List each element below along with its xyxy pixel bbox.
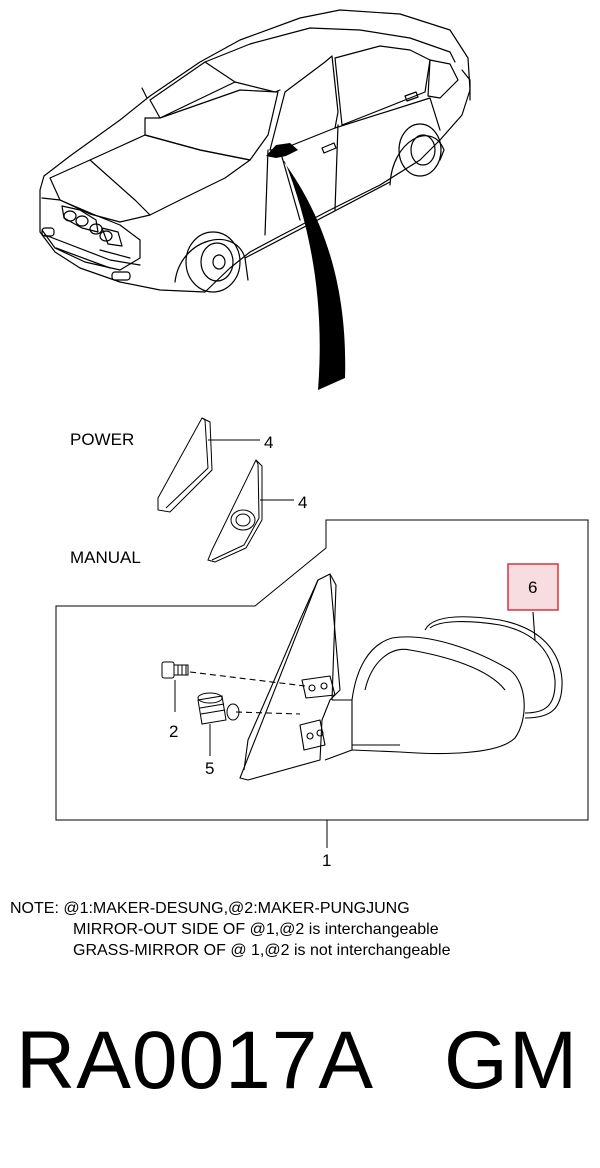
- callout-4-manual: 4: [298, 493, 308, 512]
- note-line-1: NOTE: @1:MAKER-DESUNG,@2:MAKER-PUNGJUNG: [10, 900, 410, 917]
- callout-4-power: 4: [264, 433, 274, 452]
- note-line-3: GRASS-MIRROR OF @ 1,@2 is not interchang…: [73, 942, 451, 959]
- car-illustration: [39, 9, 471, 293]
- callout-1: 1: [322, 851, 332, 870]
- note-text: NOTE: @1:MAKER-DESUNG,@2:MAKER-PUNGJUNG M…: [10, 898, 451, 961]
- grommet-part-5: [197, 692, 240, 756]
- mirror-glass-power: [157, 417, 260, 513]
- mirror-assembly: [189, 573, 563, 781]
- manual-label: MANUAL: [70, 548, 141, 567]
- callout-5: 5: [205, 759, 215, 778]
- location-arrow: [281, 158, 346, 390]
- note-line-2: MIRROR-OUT SIDE OF @1,@2 is interchangea…: [73, 921, 439, 938]
- part-code: RA0017A: [16, 1015, 375, 1106]
- car-mirror-mark: [266, 143, 298, 158]
- callout-6: 6: [528, 578, 538, 597]
- mirror-glass-manual: [207, 459, 294, 563]
- highlight-box-6: [507, 563, 559, 611]
- power-label: POWER: [70, 430, 135, 449]
- part-brand: GM: [444, 1015, 579, 1106]
- assembly-frame: [55, 519, 589, 848]
- screw-part-2: [161, 661, 189, 712]
- callout-2: 2: [169, 722, 179, 741]
